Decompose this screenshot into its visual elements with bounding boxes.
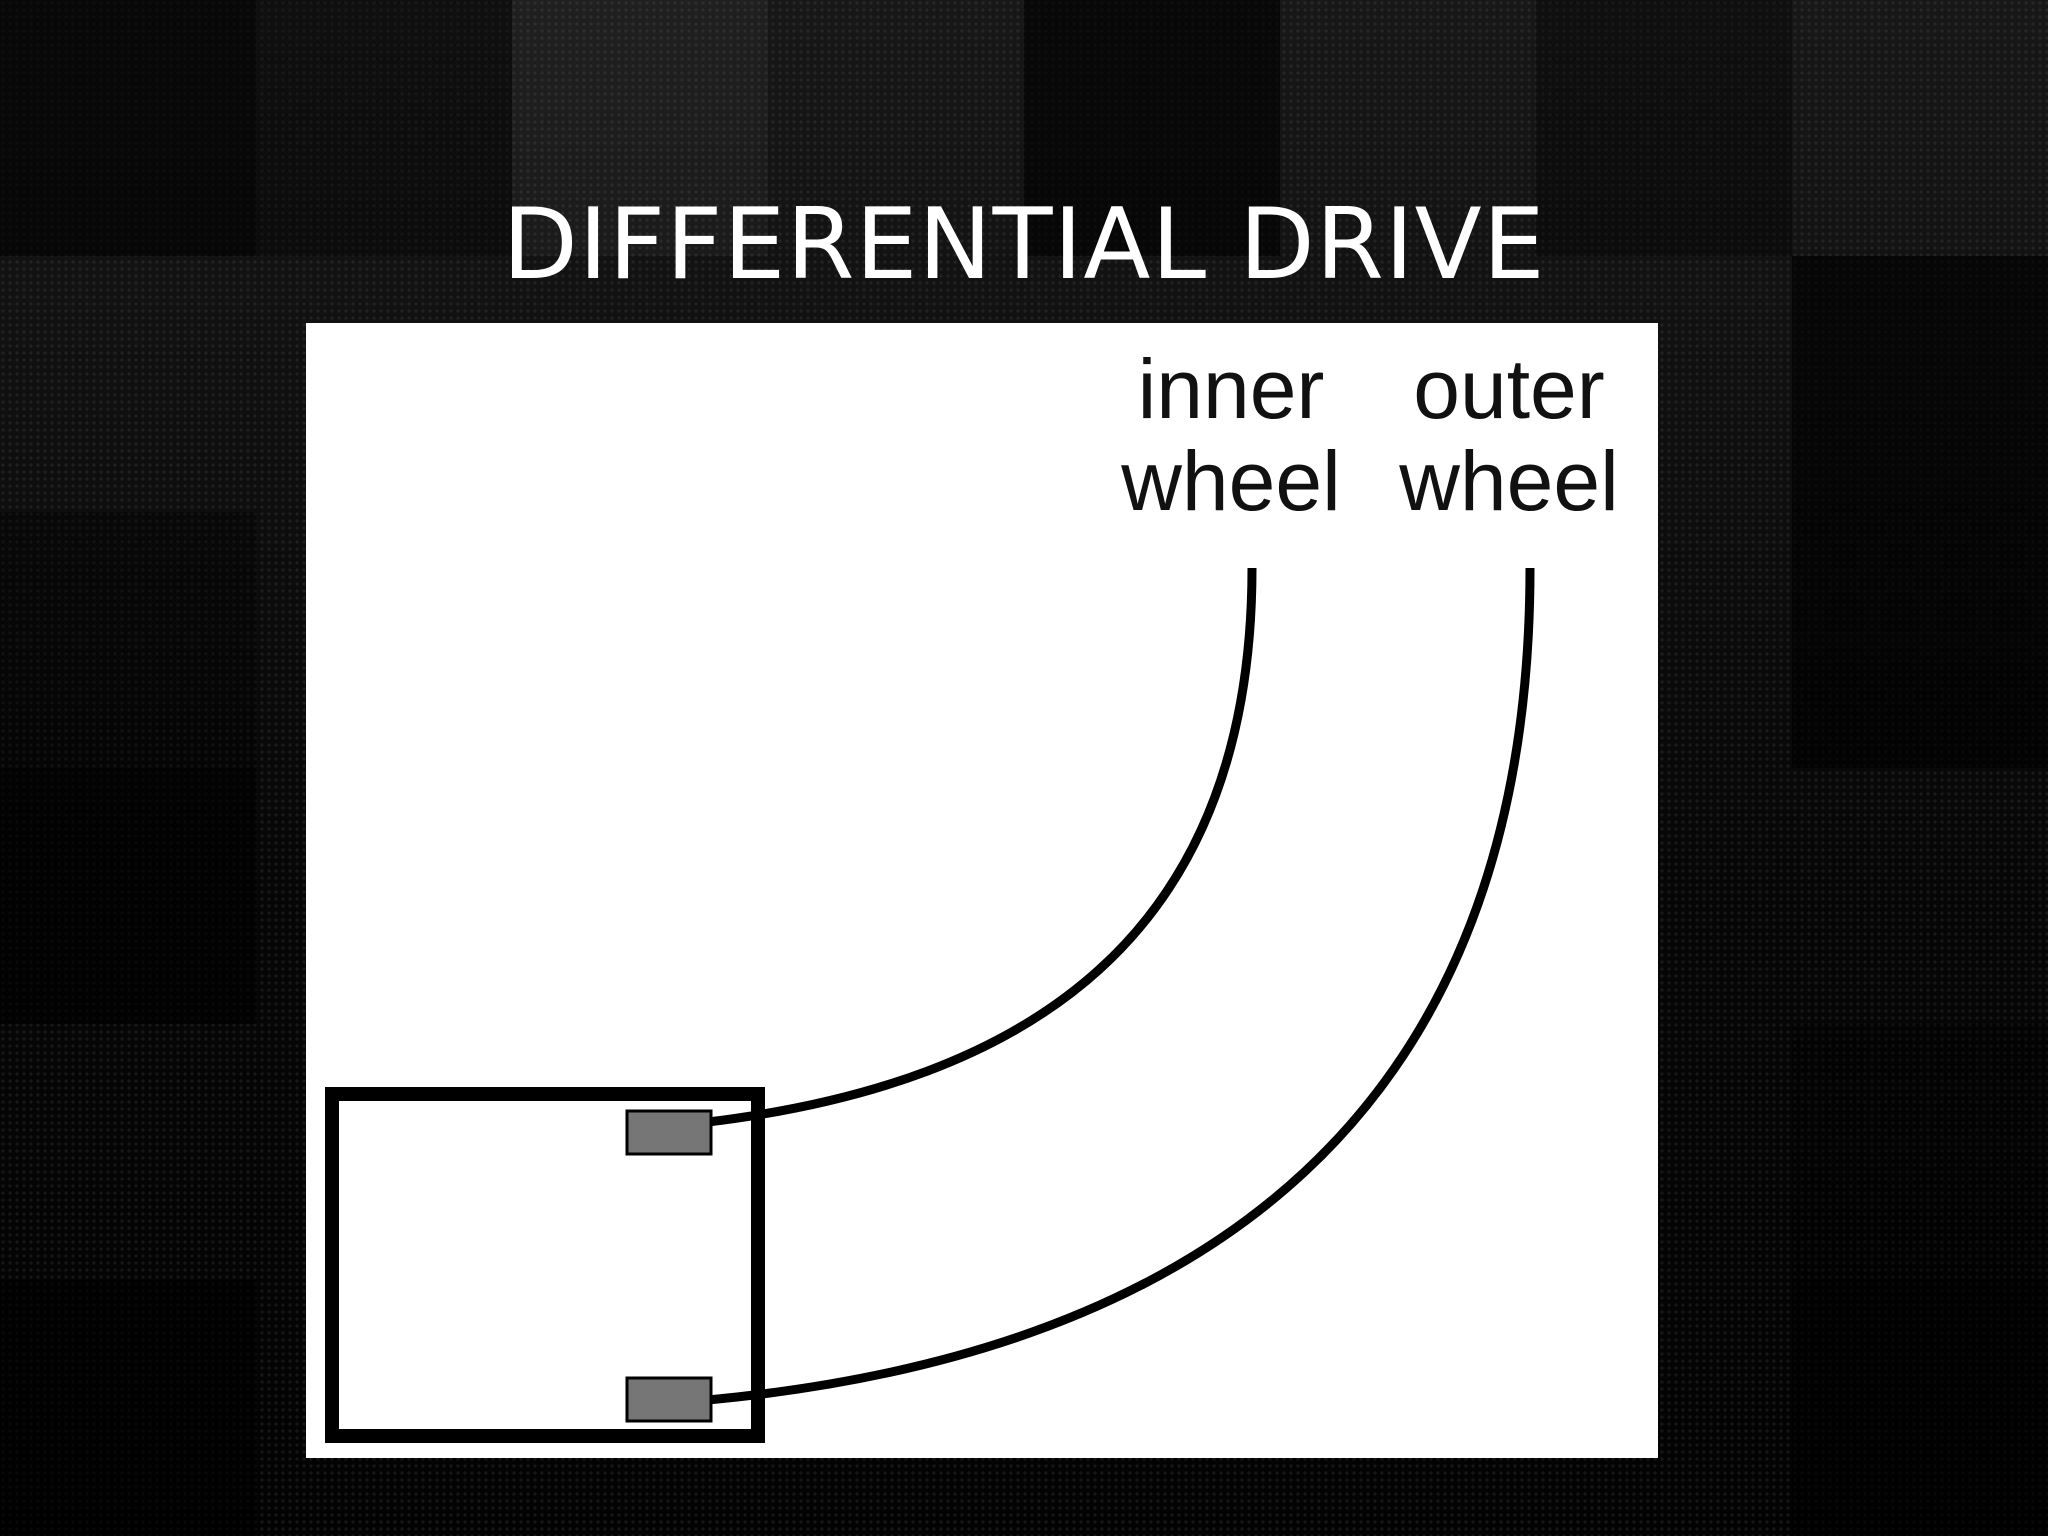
background-tile (0, 1280, 256, 1536)
inner-wheel-label: inner wheel (1096, 343, 1366, 527)
differential-drive-diagram (325, 567, 1535, 1443)
background-tile (1792, 256, 2048, 512)
inner-wheel (625, 1109, 713, 1156)
background-tile (1792, 1024, 2048, 1280)
slide-title: DIFFERENTIAL DRIVE (502, 187, 1546, 302)
outer-wheel (625, 1376, 713, 1423)
background-tile (0, 0, 256, 256)
background-tile (1792, 1280, 2048, 1536)
background-tile (0, 768, 256, 1024)
robot-body (325, 1087, 765, 1443)
inner-wheel-path (707, 567, 1257, 1127)
outer-wheel-path (707, 567, 1535, 1405)
outer-wheel-label-line1: outer (1413, 342, 1605, 436)
background-tile (1536, 0, 1792, 256)
outer-wheel-label-line2: wheel (1399, 434, 1619, 528)
outer-wheel-label: outer wheel (1374, 343, 1644, 527)
background-tile (1024, 0, 1280, 256)
inner-wheel-label-line2: wheel (1121, 434, 1341, 528)
background-tile (0, 512, 256, 768)
background-tile (1792, 512, 2048, 768)
diagram-panel: inner wheel outer wheel (306, 323, 1658, 1458)
inner-wheel-label-line1: inner (1137, 342, 1325, 436)
background-tile (256, 0, 512, 256)
